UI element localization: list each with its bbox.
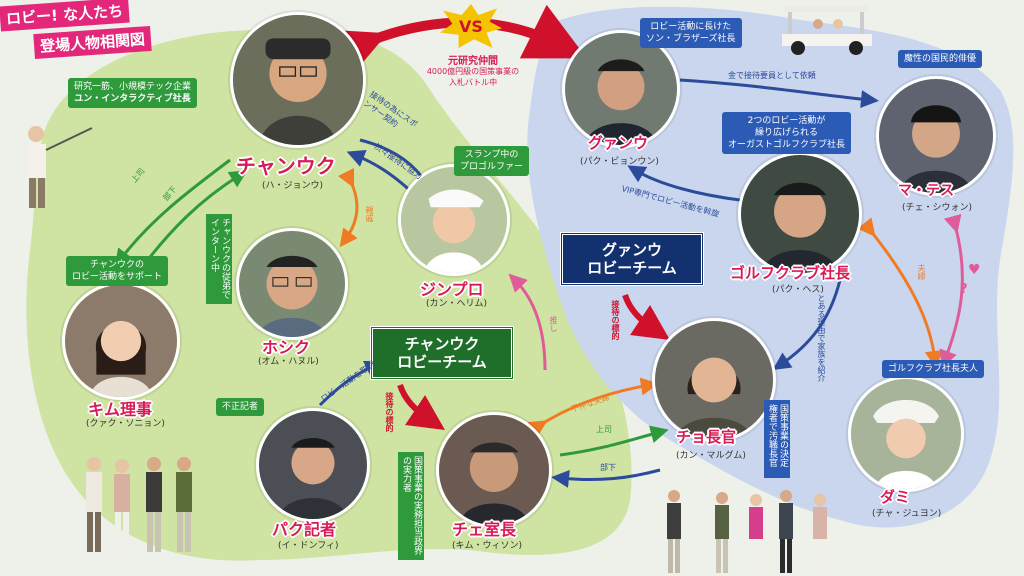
kim-tag-line1: チャンウクの (90, 260, 144, 270)
jinpro-tag: スランプ中の プロゴルファー (454, 146, 530, 176)
golf-tag: 2つのロビー活動が 繰り広げられる オーガストゴルフクラブ社長 (722, 112, 852, 154)
golf-portrait (738, 152, 862, 276)
kim-tag-line2: ロビー活動をサポート (72, 272, 163, 282)
chanwook-actor: (ハ・ジョンウ) (262, 181, 324, 191)
choe-tag: 国策事業の実務担当政界の実力者 (398, 452, 424, 560)
cho-actor: (カン・マルグム) (676, 451, 746, 461)
kim-portrait (62, 282, 180, 400)
mates-portrait (876, 76, 996, 196)
chanwook-team-box: チャンウク ロビーチーム (370, 326, 514, 380)
kim-tag: チャンウクの ロビー活動をサポート (66, 256, 169, 286)
question-icon: ? (960, 282, 968, 297)
jinpro-tag-line2: プロゴルファー (460, 162, 524, 172)
dami-portrait (848, 376, 964, 492)
golf-name: ゴルフクラブ社長 (730, 264, 851, 282)
hosik-name: ホシク (262, 338, 311, 357)
hosik-actor: (オム・ハヌル) (258, 357, 319, 367)
rel-joshi: 上司 (596, 425, 612, 434)
chanwook-tag-line2: ユン・インタラクティブ社長 (74, 94, 191, 104)
cho-portrait (652, 318, 776, 442)
gwanwoo-tag-line2: ソン・ブラザーズ社長 (646, 34, 736, 44)
heart-icon: ♥ (968, 262, 981, 278)
choe-name: チェ室長 (452, 520, 517, 539)
rel-fufu: 夫婦 (917, 264, 926, 280)
golfer-figure-top-left (28, 126, 93, 208)
chanwook-tag-line1: 研究一筋、小規模テック企業 (74, 82, 192, 92)
vs-sub2: 入札バトル中 (448, 78, 498, 87)
golf-tag-line3: オーガストゴルフクラブ社長 (728, 140, 846, 150)
rel-settai1: 接待の標的 (385, 392, 394, 432)
chanwook-portrait (230, 12, 366, 148)
golf-cart (782, 6, 872, 55)
gwanwoo-team-box: グァンウ ロビーチーム (560, 232, 704, 286)
park-actor: (イ・ドンフィ) (278, 541, 339, 551)
golf-tag-line2: 繰り広げられる (755, 128, 819, 138)
gwanwoo-name: グァンウ (588, 134, 649, 152)
dami-tag: ゴルフクラブ社長夫人 (882, 360, 985, 378)
golfer-figures-right (667, 490, 827, 573)
chanwook-tag: 研究一筋、小規模テック企業 ユン・インタラクティブ社長 (68, 78, 198, 108)
park-portrait (256, 408, 370, 522)
dami-name: ダミ (880, 488, 911, 506)
cho-name: チョ長官 (676, 428, 737, 446)
rel-buka: 部下 (600, 463, 616, 472)
park-name: パク記者 (272, 520, 337, 539)
mates-tag: 魔性の国民的俳優 (898, 50, 983, 68)
dami-actor: (チャ・ジュヨン) (872, 509, 942, 519)
golf-actor: (パク・ヘス) (772, 285, 824, 295)
gwanwoo-portrait (562, 30, 680, 148)
jinpro-actor: (カン・ヘリム) (426, 299, 488, 309)
mates-name: マ・テス (898, 183, 954, 199)
vs-text: VS (459, 16, 483, 36)
kim-name: キム理事 (88, 400, 153, 419)
golf-tag-line1: 2つのロビー活動が (747, 116, 826, 126)
hosik-tag: チャンウクの従弟でインターン中 (206, 214, 232, 304)
kim-actor: (クァク・ソニョン) (86, 419, 165, 429)
golfer-figures-left (86, 457, 192, 552)
rel-settai2: 接待の標的 (611, 300, 620, 340)
gwanwoo-tag: ロビー活動に長けた ソン・ブラザーズ社長 (640, 18, 742, 48)
vs-sub1: 4000億円級の国策事業の (426, 67, 520, 76)
hosik-portrait (236, 228, 348, 340)
choe-portrait (436, 412, 552, 528)
rel-push: 推し (549, 316, 558, 332)
jinpro-name: ジンプロ (420, 280, 484, 299)
jinpro-portrait (398, 164, 510, 276)
vs-title: 元研究仲間 (448, 56, 498, 67)
mates-actor: (チェ・シウォン) (902, 203, 973, 213)
choe-actor: (キム・ウィソン) (452, 541, 523, 551)
chanwook-name: チャンウク (236, 154, 336, 178)
rel-hire: 金で接待要員として依頼 (728, 71, 816, 80)
gwanwoo-tag-line1: ロビー活動に長けた (650, 22, 732, 32)
jinpro-tag-line1: スランプ中の (464, 150, 519, 160)
cho-tag: 国策事業の決定権者で汚職長官 (764, 400, 790, 478)
rel-cousin: 親戚 (365, 206, 374, 222)
rel-secret: とある理由で家族を紹介 (817, 294, 826, 382)
gwanwoo-actor: (パク・ビョンウン) (580, 157, 659, 167)
park-tag: 不正記者 (216, 398, 265, 416)
